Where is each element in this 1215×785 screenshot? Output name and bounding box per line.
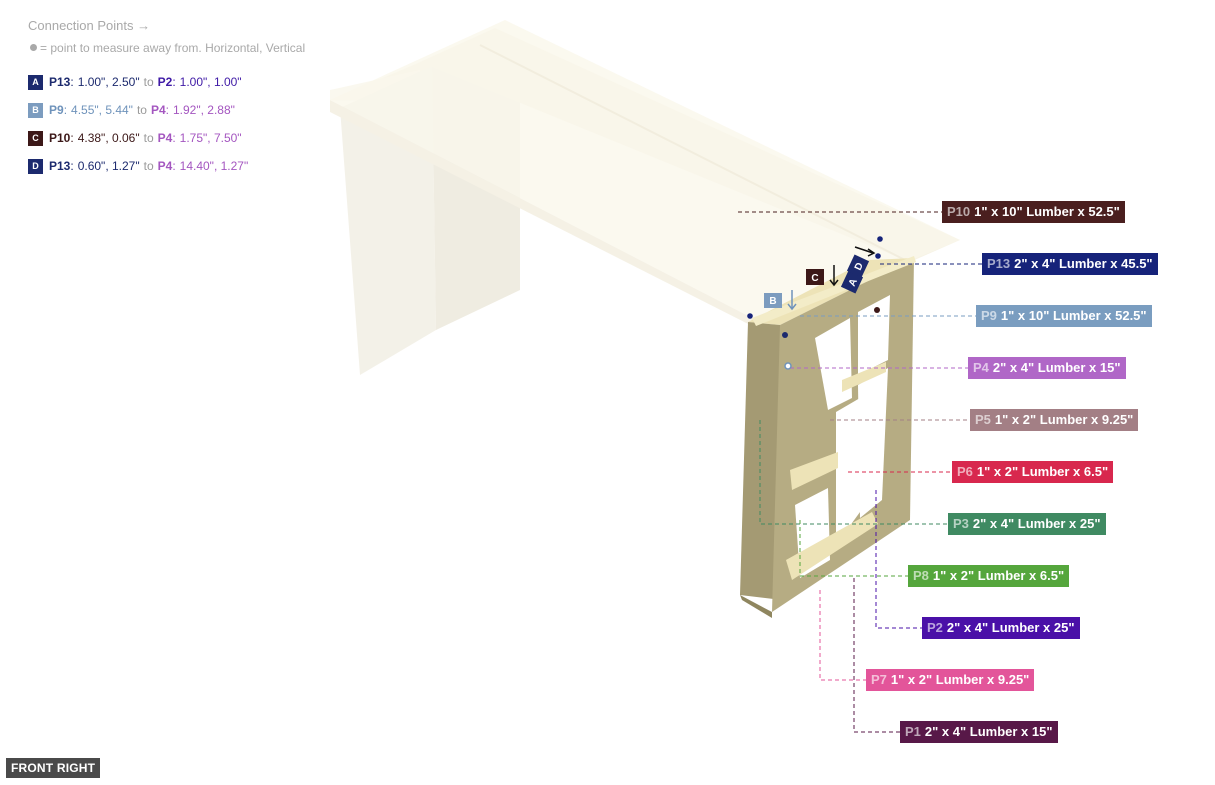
part-id: P10 (947, 204, 971, 219)
connection-tag: B (28, 102, 43, 118)
connection-tag: C (28, 130, 43, 146)
from-part: P13 (49, 159, 71, 173)
diagram-marker-c: C (806, 269, 824, 285)
part-id: P4 (973, 360, 989, 375)
part-desc: 2" x 4" Lumber x 15" (992, 360, 1121, 375)
part-id: P7 (871, 672, 887, 687)
connection-row-a[interactable]: A P13: 1.00", 2.50" to P2: 1.00", 1.00" (28, 68, 248, 96)
part-desc: 1" x 10" Lumber x 52.5" (974, 204, 1120, 219)
to-word: to (143, 131, 154, 145)
diagram-marker-a: A (840, 270, 864, 294)
part-desc: 1" x 2" Lumber x 9.25" (890, 672, 1030, 687)
from-value: 1.00", 2.50" (77, 75, 140, 89)
ghost-table (330, 20, 960, 375)
part-desc: 2" x 4" Lumber x 45.5" (1014, 256, 1153, 271)
connection-row-c[interactable]: C P10: 4.38", 0.06" to P4: 1.75", 7.50" (28, 124, 248, 152)
to-word: to (136, 103, 147, 117)
from-value: 4.55", 5.44" (71, 103, 133, 117)
to-value: 1.92", 2.88" (172, 103, 235, 117)
from-value: 4.38", 0.06" (77, 131, 140, 145)
hint-text: = point to measure away from. Horizontal… (40, 41, 306, 55)
leg-frame (740, 256, 916, 618)
to-value: 1.00", 1.00" (179, 75, 242, 89)
connection-points-hint: = point to measure away from. Horizontal… (30, 41, 305, 55)
connection-row-d[interactable]: D P13: 0.60", 1.27" to P4: 14.40", 1.27" (28, 152, 248, 180)
connection-arrows (787, 246, 876, 311)
part-id: P13 (987, 256, 1011, 271)
leader-lines (738, 211, 984, 733)
part-desc: 1" x 2" Lumber x 6.5" (932, 568, 1065, 583)
to-part: P4 (157, 159, 173, 173)
diagram-marker-b: B (764, 293, 782, 308)
marker-d-letter: D (853, 261, 866, 272)
part-desc: 1" x 10" Lumber x 52.5" (1000, 308, 1147, 323)
part-id: P2 (927, 620, 943, 635)
part-id: P9 (981, 308, 997, 323)
to-part: P4 (150, 103, 166, 117)
connection-row-b[interactable]: B P9: 4.55", 5.44" to P4: 1.92", 2.88" (28, 96, 248, 124)
part-id: P8 (913, 568, 929, 583)
part-desc: 1" x 2" Lumber x 6.5" (976, 464, 1109, 479)
to-value: 14.40", 1.27" (179, 159, 249, 173)
connection-points-title[interactable]: Connection Points → (28, 18, 151, 33)
to-part: P4 (157, 131, 173, 145)
to-part: P2 (157, 75, 173, 89)
from-part: P13 (49, 75, 71, 89)
to-value: 1.75", 7.50" (179, 131, 242, 145)
part-id: P6 (957, 464, 973, 479)
marker-b-letter: B (769, 296, 776, 307)
diagram-marker-d: D (846, 254, 870, 278)
part-id: P5 (975, 412, 991, 427)
from-part: P10 (49, 131, 71, 145)
to-word: to (143, 75, 154, 89)
connection-tag: D (28, 158, 43, 174)
from-part: P9 (49, 103, 64, 117)
view-badge[interactable]: FRONT RIGHT (6, 758, 101, 778)
part-id: P1 (905, 724, 921, 739)
part-desc: 1" x 2" Lumber x 9.25" (994, 412, 1134, 427)
point-dot-icon (30, 44, 37, 51)
part-desc: 2" x 4" Lumber x 25" (946, 620, 1075, 635)
part-desc: 2" x 4" Lumber x 15" (924, 724, 1053, 739)
connection-list: A P13: 1.00", 2.50" to P2: 1.00", 1.00" … (28, 68, 248, 180)
part-desc: 2" x 4" Lumber x 25" (972, 516, 1101, 531)
connection-tag: A (28, 74, 43, 90)
part-id: P3 (953, 516, 969, 531)
reference-dots (747, 236, 883, 370)
to-word: to (143, 159, 154, 173)
marker-a-letter: A (847, 277, 860, 288)
marker-c-letter: C (811, 273, 818, 284)
from-value: 0.60", 1.27" (77, 159, 140, 173)
